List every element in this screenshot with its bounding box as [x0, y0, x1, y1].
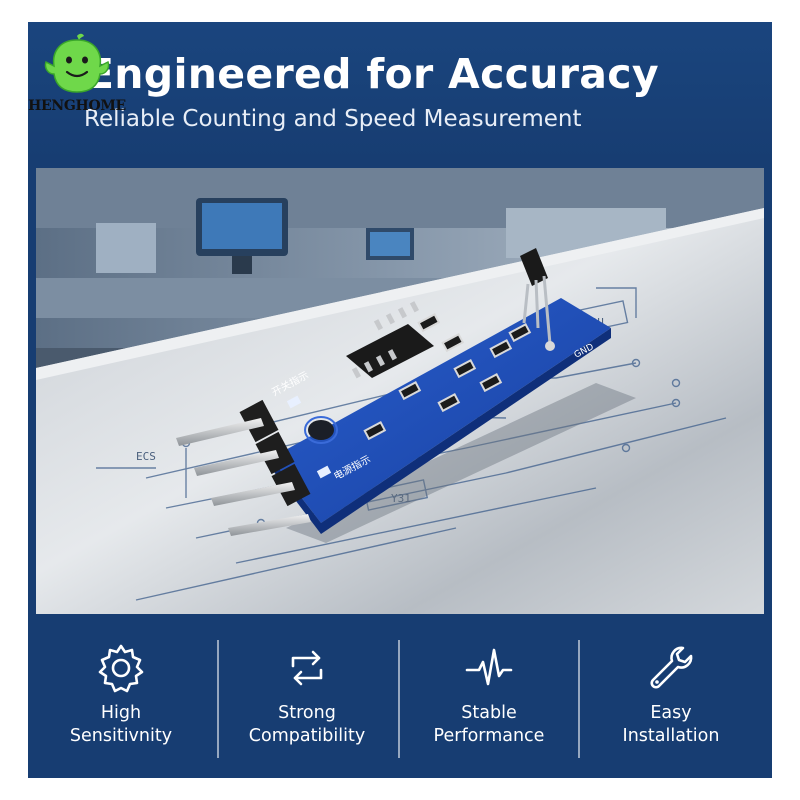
- feature-label: Easy Installation: [622, 703, 720, 746]
- feature-divider: [578, 640, 580, 758]
- subheadline: Reliable Counting and Speed Measurement: [84, 106, 582, 132]
- sync-arrows-icon: [291, 650, 323, 686]
- feature-strong-compatibility: Strong Compatibility: [214, 628, 400, 778]
- feature-divider: [398, 640, 400, 758]
- sensor-board-illustration: ECS Y31 S0U: [36, 168, 764, 614]
- brand-logo: HENGHOME: [22, 32, 132, 122]
- wrench-icon: [650, 646, 693, 689]
- feature-label: Stable Performance: [433, 703, 545, 746]
- product-photo: ECS Y31 S0U: [36, 168, 764, 614]
- feature-divider: [217, 640, 219, 758]
- feature-high-sensitivity: High Sensitivnity: [28, 628, 214, 778]
- silkscreen-trace-label-b: Y31: [391, 492, 411, 505]
- headline: Engineered for Accuracy: [86, 50, 659, 98]
- feature-stable-performance: Stable Performance: [396, 628, 582, 778]
- mascot-logo-icon: [44, 33, 110, 93]
- brand-logo-text: HENGHOME: [28, 98, 126, 114]
- product-banner: Engineered for Accuracy Reliable Countin…: [28, 22, 772, 778]
- gear-icon: [98, 644, 144, 693]
- silkscreen-side-label: ECS: [136, 450, 156, 463]
- feature-easy-installation: Easy Installation: [578, 628, 764, 778]
- header-band: Engineered for Accuracy Reliable Countin…: [28, 22, 772, 160]
- pulse-wave-icon: [465, 648, 513, 686]
- feature-label: High Sensitivnity: [69, 703, 173, 746]
- feature-row: High Sensitivnity Strong Compatibility: [28, 628, 772, 778]
- feature-label: Strong Compatibility: [248, 703, 366, 746]
